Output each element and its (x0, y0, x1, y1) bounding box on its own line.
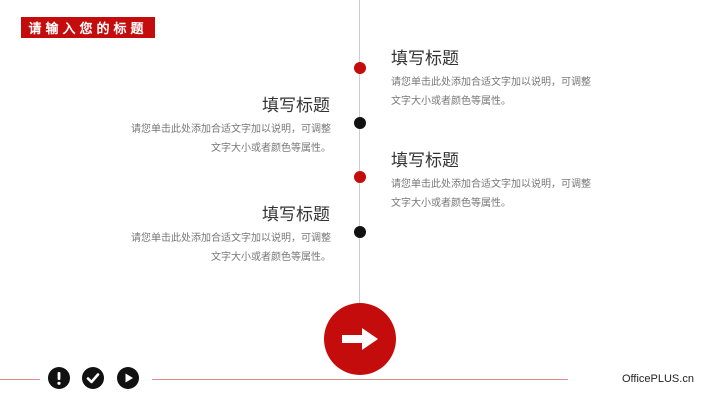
next-arrow-button[interactable] (324, 303, 396, 375)
footer-line-right (152, 379, 568, 380)
exclamation-icon (57, 372, 61, 385)
footer-exclamation-button[interactable] (48, 367, 70, 389)
timeline-dot-4 (354, 226, 366, 238)
check-icon (86, 373, 100, 384)
timeline-item-1-heading: 填写标题 (391, 49, 459, 69)
timeline-item-3-body: 请您单击此处添加合适文字加以说明，可调整 文字大小或者颜色等属性。 (391, 175, 601, 213)
play-icon (125, 373, 133, 383)
timeline-dot-1 (354, 62, 366, 74)
timeline-item-1-body: 请您单击此处添加合适文字加以说明，可调整 文字大小或者颜色等属性。 (391, 73, 601, 111)
timeline-item-4-heading: 填写标题 (262, 205, 330, 225)
timeline-item-3-body-line-2: 文字大小或者颜色等属性。 (391, 198, 511, 209)
timeline-dot-3 (354, 171, 366, 183)
timeline-item-1-body-line-1: 请您单击此处添加合适文字加以说明，可调整 (391, 77, 591, 88)
arrow-right-icon (342, 328, 378, 350)
slide-title: 请输入您的标题 (21, 17, 155, 38)
footer-check-button[interactable] (82, 367, 104, 389)
timeline-item-3-heading: 填写标题 (391, 151, 459, 171)
timeline-item-2-body: 请您单击此处添加合适文字加以说明，可调整 文字大小或者颜色等属性。 (121, 120, 331, 158)
timeline-item-4-body-line-2: 文字大小或者颜色等属性。 (211, 252, 331, 263)
timeline-item-1-body-line-2: 文字大小或者颜色等属性。 (391, 96, 511, 107)
footer-play-button[interactable] (117, 367, 139, 389)
timeline-dot-2 (354, 117, 366, 129)
timeline-item-2-body-line-1: 请您单击此处添加合适文字加以说明，可调整 (131, 124, 331, 135)
timeline-line (359, 0, 360, 304)
timeline-item-3-body-line-1: 请您单击此处添加合适文字加以说明，可调整 (391, 179, 591, 190)
timeline-item-2-heading: 填写标题 (262, 96, 330, 116)
footer-line-left (0, 379, 40, 380)
timeline-item-2-body-line-2: 文字大小或者颜色等属性。 (211, 143, 331, 154)
timeline-item-4-body: 请您单击此处添加合适文字加以说明，可调整 文字大小或者颜色等属性。 (121, 229, 331, 267)
brand-label: OfficePLUS.cn (622, 373, 694, 385)
timeline-item-4-body-line-1: 请您单击此处添加合适文字加以说明，可调整 (131, 233, 331, 244)
